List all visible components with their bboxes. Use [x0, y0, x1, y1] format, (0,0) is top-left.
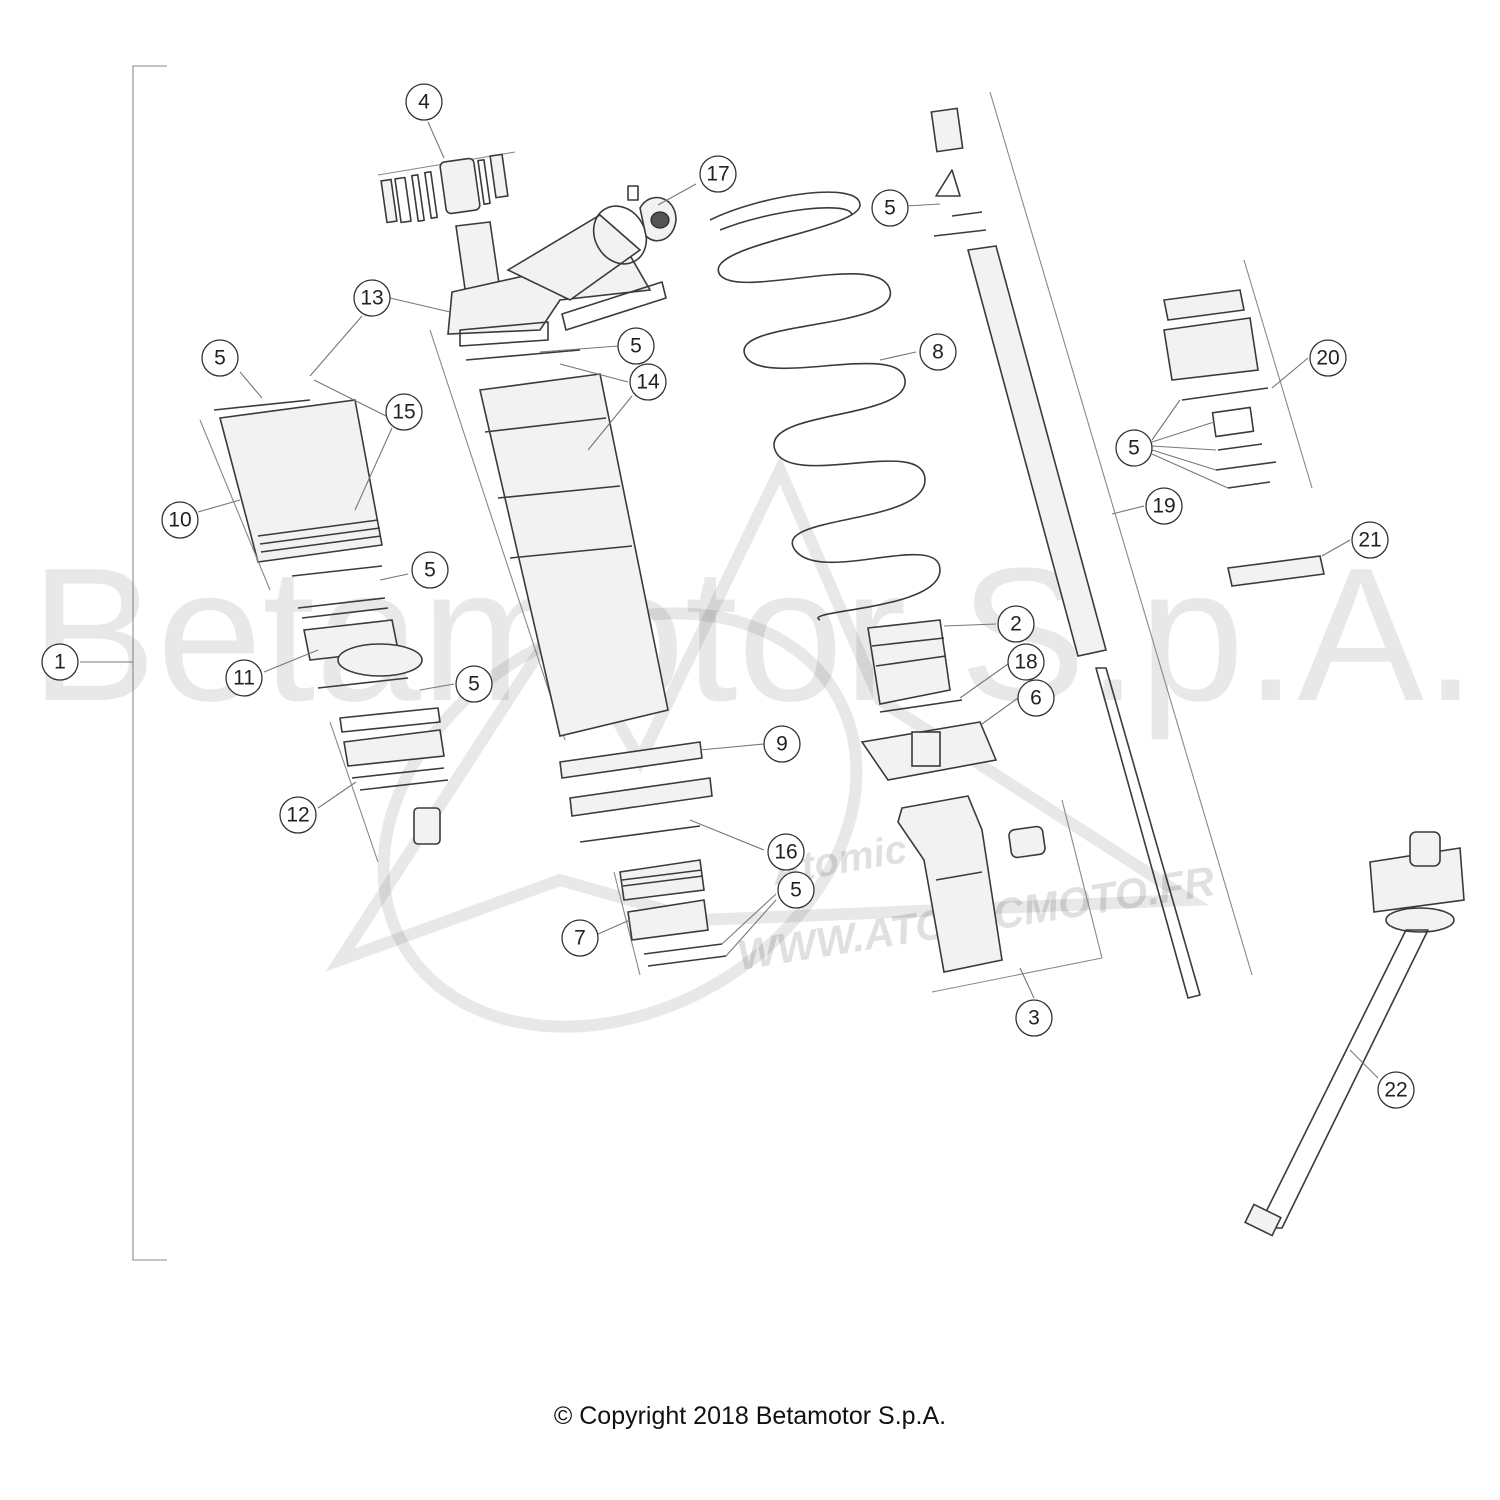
callout-22: 22	[1377, 1071, 1415, 1109]
callout-2: 2	[997, 605, 1035, 643]
callout-13: 13	[353, 279, 391, 317]
callout-5-top-right: 5	[871, 189, 909, 227]
svg-text:14: 14	[636, 371, 660, 394]
callout-12: 12	[279, 796, 317, 834]
part-17-adjuster	[627, 185, 677, 242]
svg-text:8: 8	[932, 341, 944, 364]
callout-5-valve: 5	[777, 871, 815, 909]
callout-5-right-group: 5	[1115, 429, 1153, 467]
part-3-lower-eyelet	[897, 795, 1103, 993]
callout-9: 9	[763, 725, 801, 763]
svg-text:9: 9	[776, 733, 788, 756]
callout-8: 8	[919, 333, 957, 371]
part-11-piston	[291, 565, 423, 689]
svg-text:3: 3	[1028, 1007, 1040, 1030]
svg-text:17: 17	[706, 163, 729, 186]
svg-text:22: 22	[1384, 1079, 1407, 1102]
copyright-notice: © Copyright 2018 Betamotor S.p.A.	[553, 1402, 947, 1430]
svg-text:5: 5	[884, 197, 896, 220]
svg-text:6: 6	[1030, 687, 1042, 710]
part-2-bump-stop	[867, 619, 963, 713]
svg-text:11: 11	[233, 667, 255, 690]
svg-text:2: 2	[1010, 613, 1022, 636]
watermark-main: Betamotor S.p.A.	[30, 529, 1477, 741]
callout-5-body: 5	[617, 327, 655, 365]
callout-5-piston-upper: 5	[411, 551, 449, 589]
part-22-shaft-assembly	[1244, 831, 1465, 1237]
callout-5-piston-lower: 5	[455, 665, 493, 703]
callout-3: 3	[1015, 999, 1053, 1037]
callout-18: 18	[1007, 643, 1045, 681]
callout-10: 10	[161, 501, 199, 539]
svg-text:1: 1	[54, 651, 66, 674]
callout-15: 15	[385, 393, 423, 431]
leader-lines	[80, 121, 1379, 1079]
part-4-bushing-kit	[377, 151, 516, 224]
callout-14: 14	[629, 363, 667, 401]
callout-6: 6	[1017, 679, 1055, 717]
callout-5-upper-left: 5	[201, 339, 239, 377]
svg-text:20: 20	[1316, 347, 1339, 370]
callout-17: 17	[699, 155, 737, 193]
svg-text:18: 18	[1014, 651, 1037, 674]
svg-text:4: 4	[418, 91, 430, 114]
svg-text:21: 21	[1358, 529, 1381, 552]
svg-text:5: 5	[1128, 437, 1140, 460]
part-10-reservoir	[199, 399, 383, 591]
part-14-shock-body	[429, 329, 669, 741]
svg-text:10: 10	[168, 509, 191, 532]
part-6-spring-seat	[860, 721, 998, 781]
svg-text:5: 5	[424, 559, 436, 582]
assembly-bracket	[132, 65, 167, 1261]
svg-text:19: 19	[1152, 495, 1175, 518]
svg-text:12: 12	[286, 804, 309, 827]
callout-7: 7	[561, 919, 599, 957]
svg-text:13: 13	[360, 287, 383, 310]
part-19-shaft	[930, 91, 1253, 999]
part-12-seal-head	[329, 707, 449, 863]
svg-text:15: 15	[392, 401, 415, 424]
part-8-spring	[709, 191, 941, 621]
svg-text:16: 16	[774, 841, 797, 864]
part-13-reservoir-head	[447, 205, 667, 347]
callout-16: 16	[767, 833, 805, 871]
svg-text:5: 5	[468, 673, 480, 696]
part-21-ring	[1227, 555, 1325, 587]
callout-1: 1	[41, 643, 79, 681]
svg-text:5: 5	[630, 335, 642, 358]
svg-text:5: 5	[790, 879, 802, 902]
callout-11: 11	[225, 659, 263, 697]
part-20-top-cap	[1163, 259, 1313, 489]
callout-19: 19	[1145, 487, 1183, 525]
part-7-valve	[613, 859, 727, 976]
part-9-piston-plates	[559, 741, 713, 843]
callout-21: 21	[1351, 521, 1389, 559]
callout-4: 4	[405, 83, 443, 121]
svg-text:7: 7	[574, 927, 586, 950]
svg-text:5: 5	[214, 347, 226, 370]
callout-20: 20	[1309, 339, 1347, 377]
